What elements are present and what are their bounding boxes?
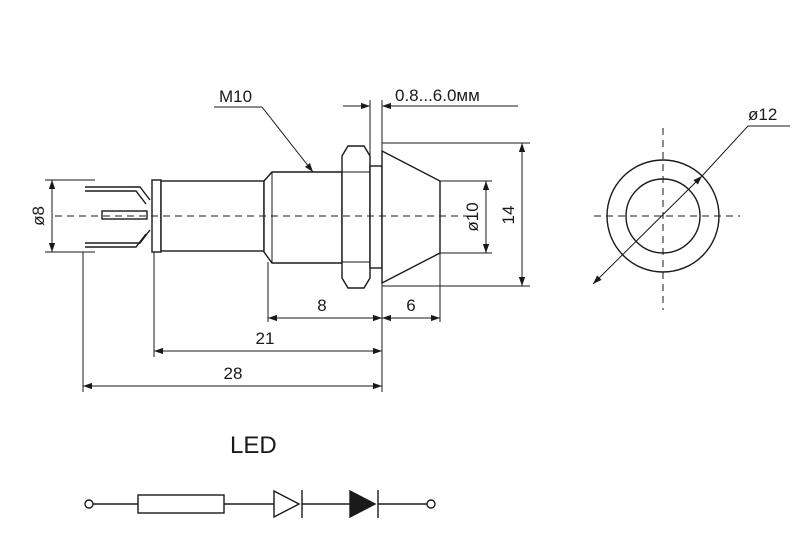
dimension-lines [45,100,530,392]
front-bezel [381,149,441,285]
led-schematic [84,489,436,519]
bezel-length-label: 6 [406,296,415,315]
led-diode-symbol [349,489,379,519]
terminal-left [84,499,94,509]
lens-diameter-label: ø10 [463,202,482,231]
thread-length-label: 8 [317,296,326,315]
terminal-right [426,499,436,509]
schematic-title: LED [230,432,277,459]
resistor-symbol [137,494,225,514]
side-view [55,145,470,289]
total-length-label: 28 [224,364,243,383]
front-view [592,125,790,310]
bezel-height-label: 14 [499,206,518,225]
wire-leads [85,186,151,248]
panel-thickness-label: 0.8...6.0мм [395,86,480,105]
thread-label: M10 [219,87,252,106]
hex-nut [341,145,371,289]
front-diameter-label: ø12 [748,105,777,124]
threaded-part [263,171,343,264]
body-length-label: 21 [256,329,275,348]
washer [369,165,383,269]
diode-symbol [273,489,303,519]
rear-diameter-label: ø8 [29,206,48,226]
